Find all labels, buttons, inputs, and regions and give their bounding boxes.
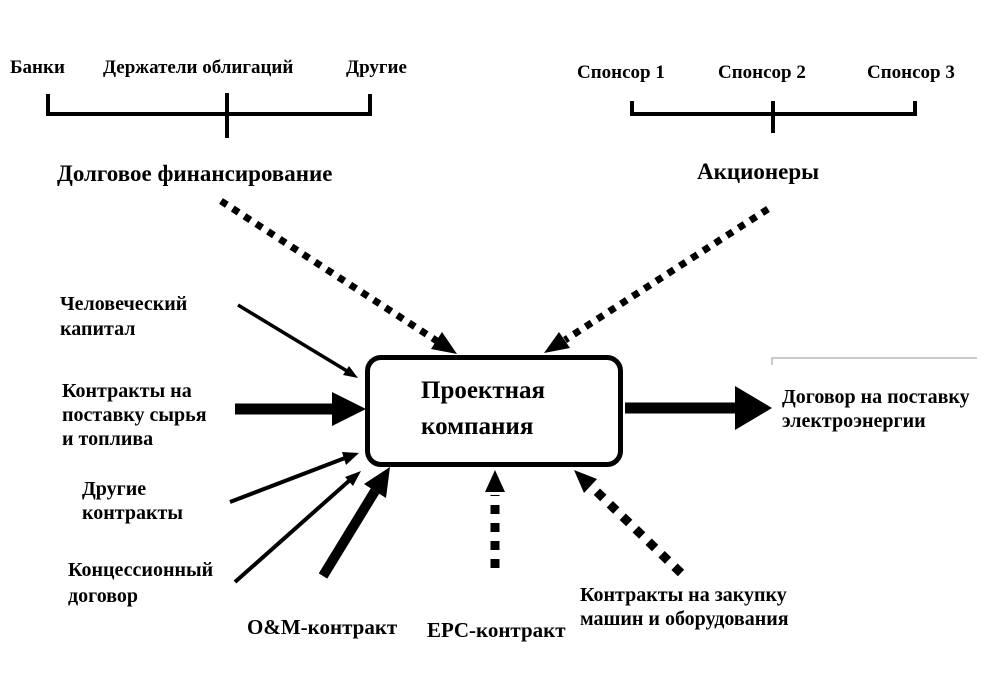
- sponsor-3-label: Спонсор 3: [867, 62, 955, 83]
- machinery-contracts-arrow: [574, 470, 685, 577]
- shareholders-title: Акционеры: [697, 159, 820, 184]
- debt-financing-arrow: [219, 198, 457, 354]
- sponsor-2-label: Спонсор 2: [718, 62, 806, 83]
- om-contract-label: O&M-контракт: [247, 615, 398, 639]
- power-purchase-arrow: [625, 386, 772, 430]
- shareholders-arrow: [544, 206, 770, 353]
- other-contracts-arrow: [229, 452, 359, 504]
- epc-contract-arrow: [485, 470, 505, 568]
- machinery-contracts-label: Контракты на закупку машин и оборудовани…: [580, 584, 789, 630]
- power-purchase-label: Договор на поставку электроэнергии: [782, 386, 970, 432]
- project-company-label: Проектная компания: [421, 377, 546, 440]
- supply-contracts-arrow: [235, 392, 366, 426]
- concession-label: Концессионный договор: [68, 559, 214, 607]
- sponsor-1-label: Спонсор 1: [577, 62, 665, 83]
- debt-source-banks: Банки: [10, 57, 65, 78]
- human-capital-label: Человеческий капитал: [60, 293, 188, 340]
- output-label-box-border: [771, 357, 977, 365]
- supply-contracts-label: Контракты на поставку сырья и топлива: [62, 380, 207, 450]
- human-capital-arrow: [237, 303, 358, 378]
- equity-group-bracket: [630, 101, 917, 133]
- other-contracts-label: Другие контракты: [82, 478, 183, 524]
- project-company-box: Проектная компания: [365, 355, 623, 467]
- debt-group-bracket: [46, 93, 372, 138]
- debt-source-others: Другие: [346, 57, 407, 78]
- debt-source-bondholders: Держатели облигаций: [103, 57, 294, 78]
- epc-contract-label: EPC-контракт: [427, 618, 566, 642]
- om-contract-arrow: [318, 467, 390, 579]
- concession-arrow: [233, 471, 361, 584]
- debt-financing-title: Долговое финансирование: [57, 161, 333, 186]
